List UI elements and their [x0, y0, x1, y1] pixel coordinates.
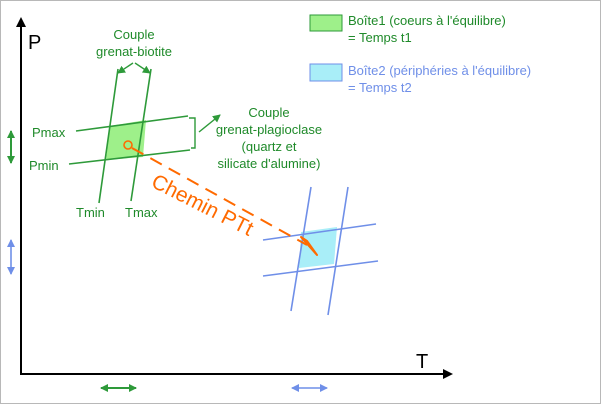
couple2-arrow	[198, 114, 221, 133]
couple1-label-line1: Couple	[113, 27, 154, 42]
legend-box1-line2: = Temps t1	[348, 30, 412, 45]
box2-intersection	[299, 227, 337, 268]
ptt-path	[131, 147, 308, 246]
tmax-label: Tmax	[125, 205, 158, 220]
couple2-label-line3: (quartz et	[242, 139, 297, 154]
couple1-arrow-right	[134, 62, 151, 74]
couple2-bracket	[189, 117, 196, 149]
tmin-label: Tmin	[76, 205, 105, 220]
path-label: Chemin PTt	[148, 170, 257, 241]
box1-grid	[68, 68, 191, 204]
couple2-label-line1: Couple	[248, 105, 289, 120]
couple2-label-line4: silicate d'alumine)	[218, 156, 321, 171]
box2-grid	[262, 186, 379, 316]
legend-box2-line1: Boîte2 (périphéries à l'équilibre)	[348, 63, 531, 78]
x-axis-label: T	[416, 351, 428, 373]
legend-box2-swatch	[309, 63, 343, 82]
y-axis-label: P	[28, 32, 41, 54]
legend-box1-swatch	[309, 14, 343, 32]
path-start-point	[123, 140, 133, 150]
couple1-label-line2: grenat-biotite	[96, 44, 172, 59]
legend-box1-line1: Boîte1 (coeurs à l'équilibre)	[348, 13, 506, 28]
pmin-label: Pmin	[29, 158, 59, 173]
couple2-label-line2: grenat-plagioclase	[216, 122, 322, 137]
couple1-arrow-left	[117, 62, 134, 74]
path-arrowhead	[300, 236, 318, 256]
legend-box2-line2: = Temps t2	[348, 80, 412, 95]
pmax-label: Pmax	[32, 125, 66, 140]
